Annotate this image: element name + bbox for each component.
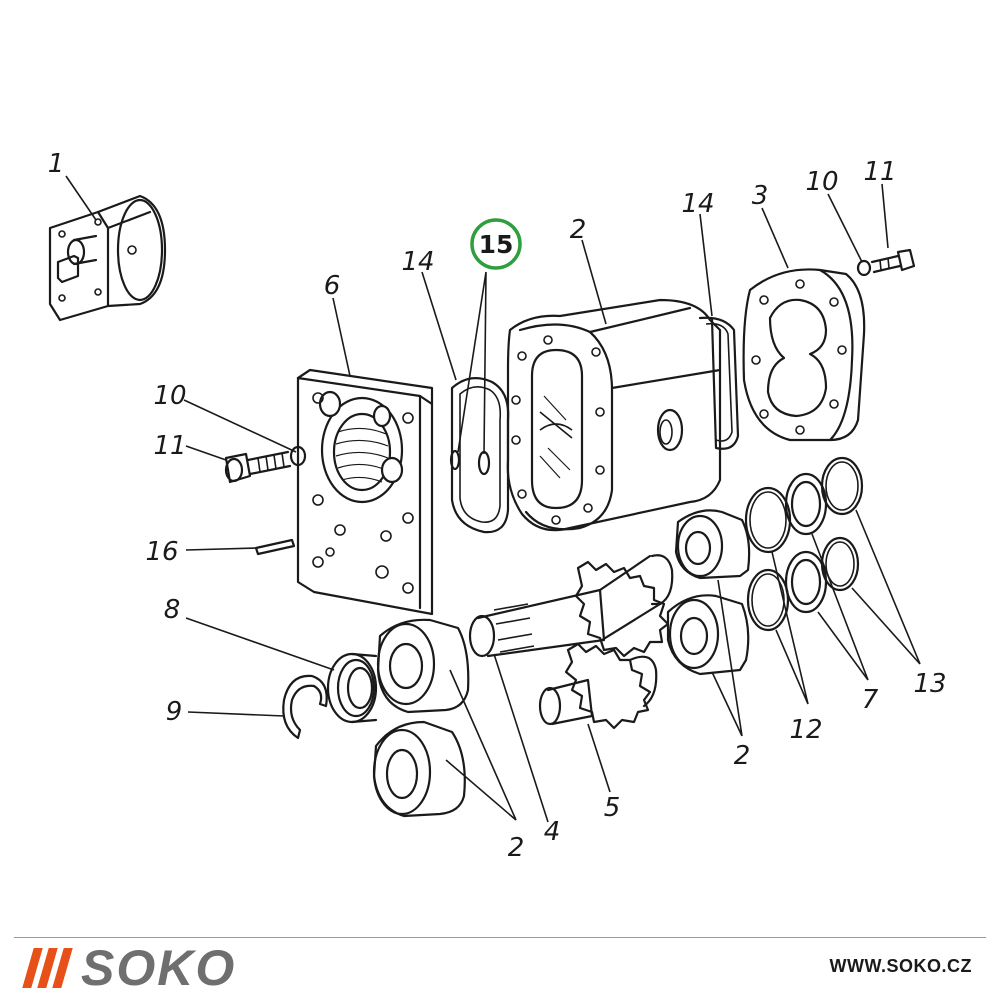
part-6-front-cover (296, 368, 434, 616)
callout-11-left: 11 (153, 431, 186, 461)
callout-9: 9 (166, 697, 183, 727)
logo-bars-icon (22, 948, 73, 988)
brand-name: SOKO (81, 940, 237, 996)
part-12-rings (744, 486, 792, 632)
part-11-bolt-right (870, 248, 916, 274)
callout-2-bottom-right: 2 (734, 741, 751, 771)
callout-3: 3 (752, 181, 769, 211)
part-2-pump-body (506, 298, 722, 532)
highlight-marker-15: 15 (470, 218, 522, 270)
footer-divider (14, 937, 986, 938)
callout-labels: 1 6 14 2 14 3 10 11 10 11 16 8 9 2 4 5 2… (48, 149, 947, 863)
part-8-shaft-seal (326, 652, 378, 724)
leader-lines (65, 175, 921, 823)
callout-10-right: 10 (805, 167, 838, 197)
part-9-circlip (282, 674, 328, 740)
part-11-bolt-left (224, 450, 292, 484)
highlight-label: 15 (479, 230, 514, 259)
part-10-washer-right (856, 259, 872, 277)
part-15-seals (449, 449, 491, 476)
part-10-washer-left (289, 445, 307, 467)
callout-14-left: 14 (401, 247, 434, 277)
part-2-bushing-upper-right (674, 509, 751, 580)
part-2-bushing-upper-left (376, 618, 470, 714)
website-link[interactable]: WWW.SOKO.CZ (829, 956, 972, 976)
callout-2-bottom-left: 2 (508, 833, 525, 863)
brand-logo[interactable]: SOKO (22, 940, 237, 996)
part-5-driven-gear (538, 642, 658, 730)
part-14-seal-left (450, 377, 510, 534)
callout-4: 4 (544, 817, 561, 847)
callout-16: 16 (145, 537, 178, 567)
part-14-seal-right (698, 316, 740, 450)
callout-2-body: 2 (570, 215, 587, 245)
callout-1: 1 (48, 149, 65, 179)
callout-8: 8 (164, 595, 181, 625)
part-2-bushing-lower-right (666, 594, 750, 676)
part-3-rear-cover (742, 268, 866, 442)
callout-10-left: 10 (153, 381, 186, 411)
callout-5: 5 (604, 793, 621, 823)
exploded-parts-diagram: 15 1 6 14 2 14 3 10 11 10 11 16 8 9 2 4 … (48, 149, 947, 863)
callout-11-right: 11 (863, 157, 896, 187)
callout-12: 12 (789, 715, 822, 745)
part-4-drive-shaft (468, 554, 674, 658)
part-2-bushing-lower-left (372, 720, 466, 818)
callout-14-right: 14 (681, 189, 714, 219)
part-13-rings (820, 456, 864, 592)
callout-7: 7 (862, 685, 879, 715)
part-7-seal-rings (784, 472, 828, 614)
part-16-dowel-pin (254, 538, 296, 556)
callout-13: 13 (913, 669, 946, 699)
part-1-pump-assembly (48, 194, 167, 322)
callout-6: 6 (324, 271, 341, 301)
